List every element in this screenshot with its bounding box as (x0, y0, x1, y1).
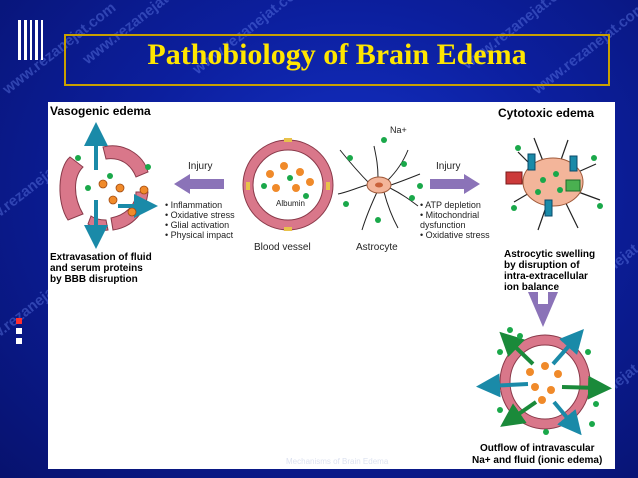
astrocytic-caption: Astrocytic swelling by disruption of int… (504, 249, 595, 293)
vasogenic-heading: Vasogenic edema (50, 104, 151, 118)
blood-vessel-label: Blood vessel (254, 242, 311, 253)
slide-title: Pathobiology of Brain Edema (147, 38, 527, 71)
right-cause: • Oxidative stress (420, 230, 490, 240)
blood-vessel (242, 138, 334, 231)
down-arrow (528, 292, 558, 327)
right-causes-list: • ATP depletion • Mitochondrial dysfunct… (420, 200, 490, 240)
caption-line: by BBB disruption (50, 274, 138, 285)
decorative-stripes-icon (18, 20, 43, 60)
right-cause: • ATP depletion (420, 200, 481, 210)
right-cause: • Mitochondrial (420, 210, 479, 220)
albumin-label: Albumin (276, 199, 305, 208)
na-label: Na+ (390, 125, 407, 135)
caption-line: Extravasation of fluid (50, 252, 152, 263)
caption-line: ion balance (504, 282, 559, 293)
faint-footer: Mechanisms of Brain Edema (286, 457, 389, 466)
left-cause: • Glial activation (165, 220, 229, 230)
injury-right-arrow (430, 174, 480, 194)
vasogenic-vessel (59, 122, 158, 249)
outflow-caption: Outflow of intravascular Na+ and fluid (… (472, 443, 602, 466)
injury-left-label: Injury (188, 161, 212, 172)
left-cause: • Inflammation (165, 200, 222, 210)
decorative-squares-icon (16, 318, 22, 344)
right-cause: dysfunction (420, 220, 466, 230)
caption-line: Na+ and fluid (ionic edema) (472, 455, 602, 466)
left-causes-list: • Inflammation • Oxidative stress • Glia… (165, 200, 235, 240)
caption-line: intra-extracellular (504, 271, 588, 282)
extravasation-caption: Extravasation of fluid and serum protein… (50, 252, 152, 285)
injury-right-label: Injury (436, 161, 460, 172)
ionic-edema-vessel (476, 327, 612, 436)
astrocyte-label: Astrocyte (356, 242, 398, 253)
injury-left-arrow (174, 174, 224, 194)
left-cause: • Physical impact (165, 230, 234, 240)
edema-diagram: Vasogenic edema Cytotoxic edema Injury •… (50, 104, 612, 466)
title-frame (64, 34, 610, 86)
left-cause: • Oxidative stress (165, 210, 235, 220)
caption-line: Outflow of intravascular (480, 443, 595, 454)
caption-line: Astrocytic swelling (504, 249, 595, 260)
diagram-panel: Vasogenic edema Cytotoxic edema Injury •… (48, 102, 615, 469)
swollen-astrocyte (505, 137, 603, 231)
cytotoxic-heading: Cytotoxic edema (498, 106, 594, 120)
astrocyte (337, 137, 423, 231)
caption-line: by disruption of (504, 260, 580, 271)
caption-line: and serum proteins (50, 263, 143, 274)
